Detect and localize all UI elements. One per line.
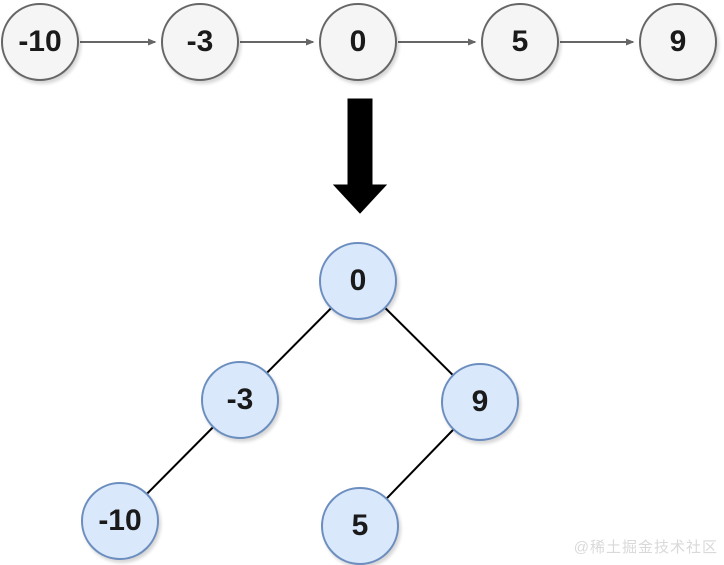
list-node-3: 0 [319,3,397,81]
tree-node-value: -3 [226,383,254,416]
list-node-value: -10 [18,25,62,58]
down-arrow-icon [332,98,388,214]
tree-node-value: 5 [351,509,369,542]
list-node-value: 9 [669,25,687,58]
tree-node-left-leaf: -10 [81,482,159,560]
list-node-2: -3 [161,3,239,81]
tree-node-right-leaf: 5 [321,487,399,565]
list-node-value: 5 [511,25,529,58]
list-node-1: -10 [1,3,79,81]
watermark: @稀土掘金技术社区 [573,539,718,556]
tree-node-value: 9 [471,385,489,418]
tree-node-value: -10 [98,504,142,537]
tree-node-right-child: 9 [441,363,519,441]
list-node-value: -3 [186,25,214,58]
tree-node-left-child: -3 [201,361,279,439]
tree-node-root: 0 [319,242,397,320]
list-node-5: 9 [639,3,717,81]
tree-node-value: 0 [349,264,367,297]
list-node-value: 0 [349,25,367,58]
list-node-4: 5 [481,3,559,81]
